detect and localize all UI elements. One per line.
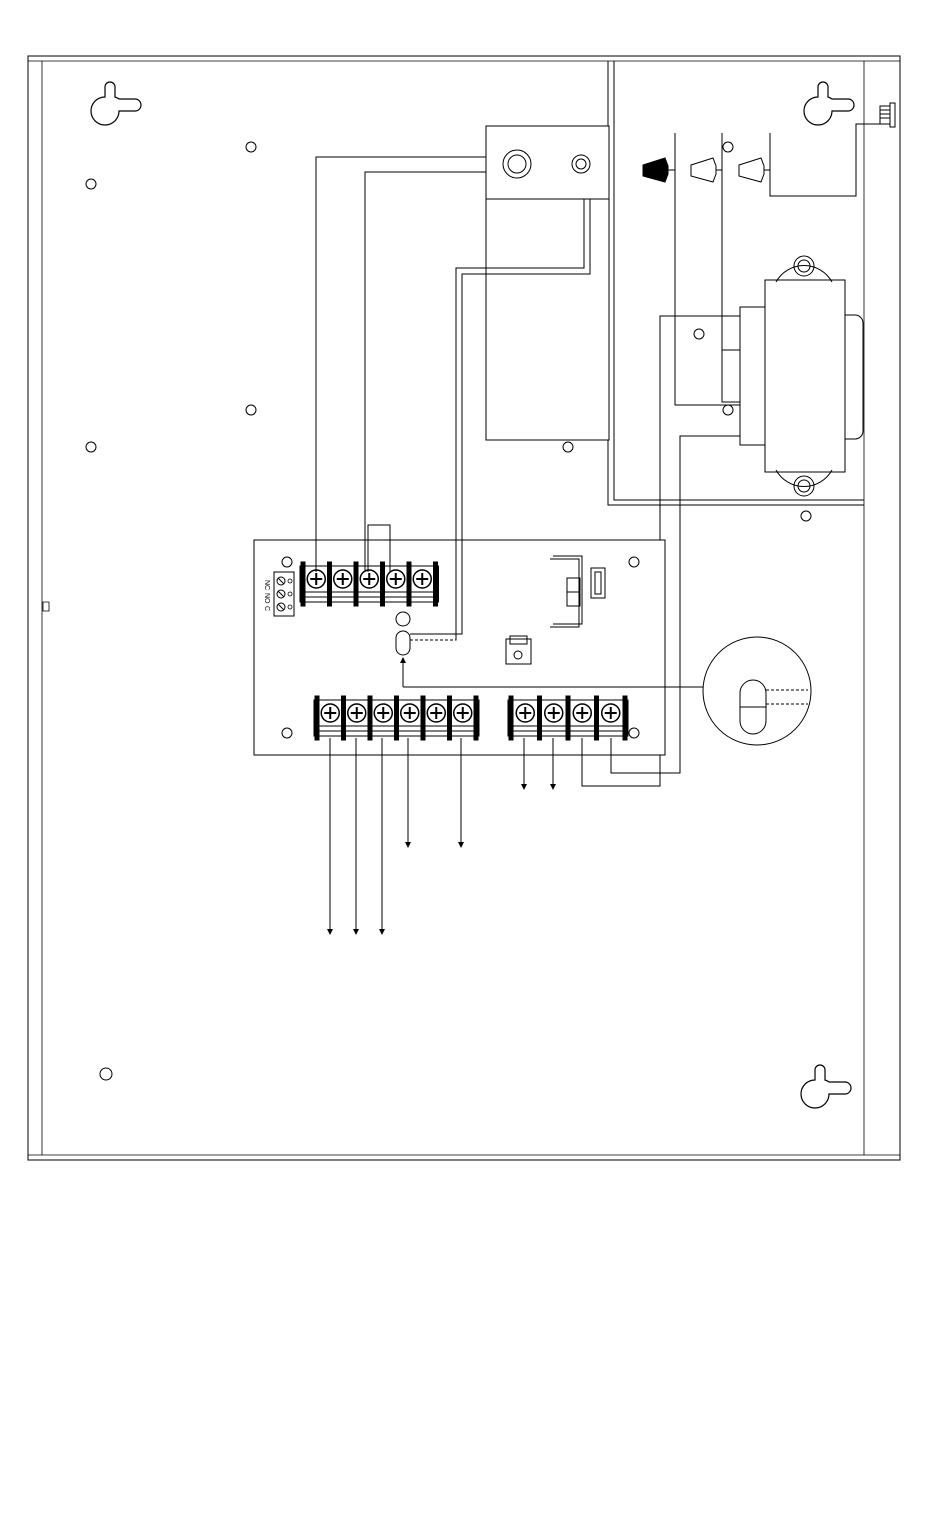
terminal-screw-icon (307, 570, 325, 588)
terminal-screw-icon (387, 570, 405, 588)
terminal-screw-icon (374, 704, 392, 722)
relay-label-no: NO (263, 593, 270, 604)
terminal-screw-icon (334, 570, 352, 588)
relay-module (486, 126, 609, 440)
terminal-screw-icon (516, 704, 534, 722)
wire-nut-icon (643, 133, 675, 305)
terminal-screw-icon (454, 704, 472, 722)
keyhole-mount-icon (804, 82, 854, 125)
wire-nut-icon (691, 133, 722, 305)
terminal-screw-icon (573, 704, 591, 722)
terminal-strip-power (508, 696, 628, 740)
terminal-screw-icon (413, 570, 431, 588)
terminal-screw-icon (602, 704, 620, 722)
relay-label-nc: NC (263, 580, 270, 590)
ground-stud-icon (770, 103, 895, 196)
wire-nut-icon (739, 158, 770, 182)
relay-label-c: C (263, 606, 270, 611)
terminal-strip-top (300, 562, 439, 606)
terminal-screw-icon (360, 570, 378, 588)
terminal-screw-icon (401, 704, 419, 722)
terminal-screw-icon (427, 704, 445, 722)
terminal-screw-icon (348, 704, 366, 722)
keyhole-mount-icon (801, 1065, 851, 1108)
output-leads (330, 738, 611, 932)
terminal-screw-icon (545, 704, 563, 722)
terminal-screw-icon (321, 704, 339, 722)
terminal-strip-output (314, 696, 479, 740)
keyhole-mount-icon (91, 82, 141, 125)
